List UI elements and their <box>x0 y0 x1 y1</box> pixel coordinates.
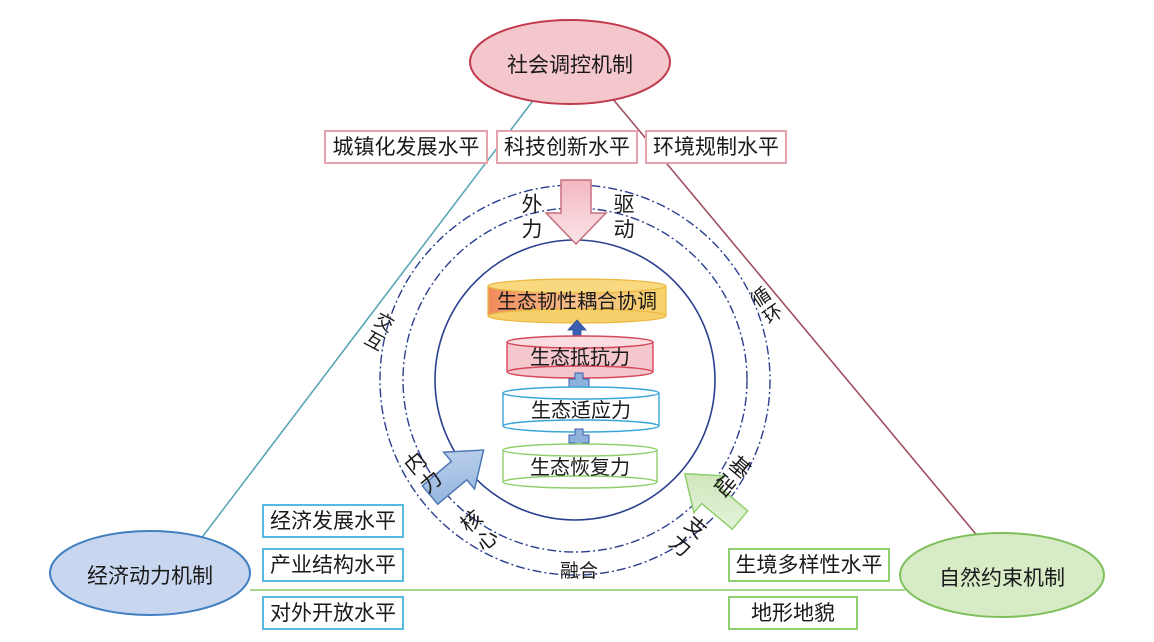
edge-left <box>199 97 536 541</box>
core-coupling-label: 生态韧性耦合协调 <box>497 289 657 313</box>
edge-right <box>611 97 986 546</box>
support-force-arrow <box>683 472 749 531</box>
natural-mechanism-label: 自然约束机制 <box>939 566 1065 590</box>
cylinder-adaptability <box>502 386 660 433</box>
core-adaptability-label: 生态适应力 <box>531 398 631 422</box>
indicator-opening-up: 对外开放水平 <box>262 596 404 630</box>
force-label-drive: 驱动 <box>611 193 635 243</box>
cylinder-coupling <box>487 278 667 324</box>
indicator-industrial-structure: 产业结构水平 <box>262 548 404 582</box>
cylinder-recovery <box>502 443 658 489</box>
social-mechanism-label: 社会调控机制 <box>507 53 633 77</box>
economic-mechanism-label: 经济动力机制 <box>87 564 213 588</box>
internal-force-arrow <box>421 449 485 506</box>
indicator-env-regulation: 环境规制水平 <box>645 130 787 164</box>
middle-ring-dashed <box>402 207 748 553</box>
indicator-tech-innovation: 科技创新水平 <box>496 130 638 164</box>
economic-mechanism-node <box>49 530 251 616</box>
social-mechanism-node <box>469 19 671 105</box>
force-label-external: 外力 <box>519 193 543 243</box>
edge-label-fusion: 融合 <box>560 560 599 582</box>
indicator-habitat-diversity: 生境多样性水平 <box>728 548 890 582</box>
natural-mechanism-node <box>899 532 1105 618</box>
cylinder-resistance <box>506 335 654 379</box>
core-resistance-label: 生态抵抗力 <box>530 345 630 369</box>
indicator-economic-development: 经济发展水平 <box>262 504 404 538</box>
indicator-urbanization: 城镇化发展水平 <box>324 130 488 164</box>
external-force-arrow <box>544 179 608 246</box>
core-recovery-label: 生态恢复力 <box>530 455 630 479</box>
indicator-terrain: 地形地貌 <box>728 596 858 630</box>
